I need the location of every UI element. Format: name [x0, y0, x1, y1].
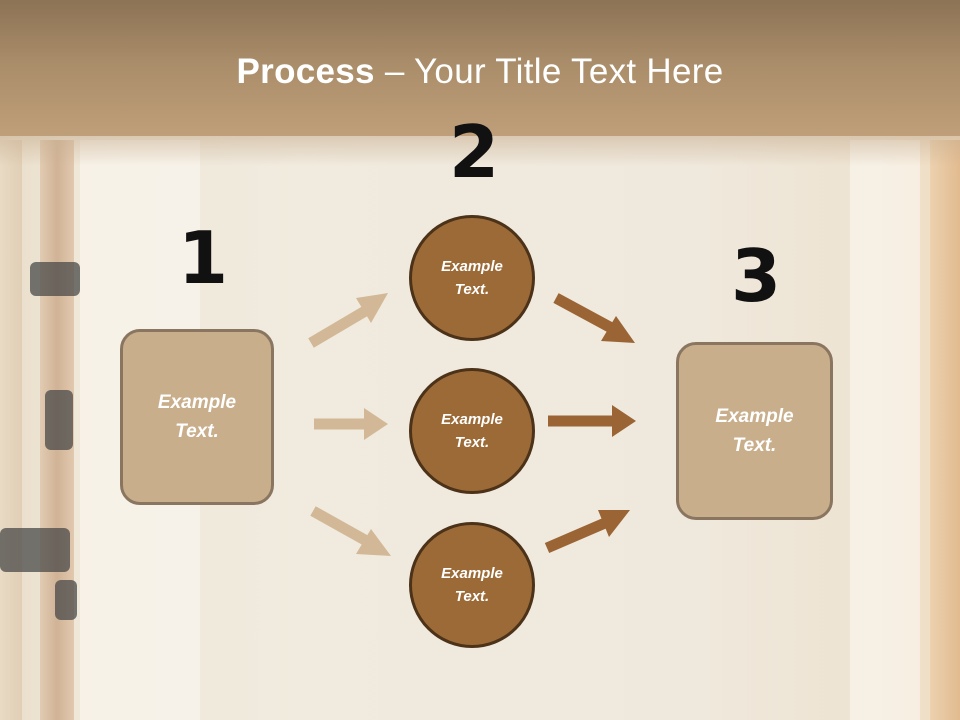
title-bold: Process [236, 52, 375, 91]
right-box-text: Example Text. [715, 406, 794, 456]
step-number-3: 3 [731, 234, 782, 318]
step-number-1: 1 [178, 216, 229, 300]
background-wood-edge [930, 140, 960, 720]
background-fitting [45, 390, 73, 450]
circle-middle-text: Example Text. [441, 411, 503, 451]
background-valve [30, 262, 80, 296]
left-box-text: Example Text. [157, 392, 237, 442]
background-fitting-bottom [55, 580, 77, 620]
arrow-right-up [544, 510, 630, 554]
background-panel-right [850, 140, 920, 720]
circle-bottom-text: Example Text. [441, 565, 503, 605]
circle-middle: Example Text. [409, 368, 535, 494]
arrow-left-down [310, 506, 391, 556]
title-bar [0, 0, 960, 136]
left-box: Example Text. [120, 329, 274, 505]
arrow-left-middle [314, 408, 388, 440]
right-box: Example Text. [676, 342, 833, 520]
step-number-2: 2 [449, 110, 500, 194]
circle-top-text: Example Text. [441, 258, 503, 298]
slide-title: Process – Your Title Text Here [0, 52, 960, 92]
background-fitting-lower [0, 528, 70, 572]
background-pipe-left [0, 140, 22, 720]
circle-bottom: Example Text. [409, 522, 535, 648]
arrow-right-middle [548, 405, 636, 437]
title-bar-shadow [0, 136, 960, 166]
circle-top: Example Text. [409, 215, 535, 341]
title-rest: – Your Title Text Here [374, 52, 724, 91]
arrow-left-up [308, 293, 388, 348]
arrow-right-down [553, 293, 635, 343]
